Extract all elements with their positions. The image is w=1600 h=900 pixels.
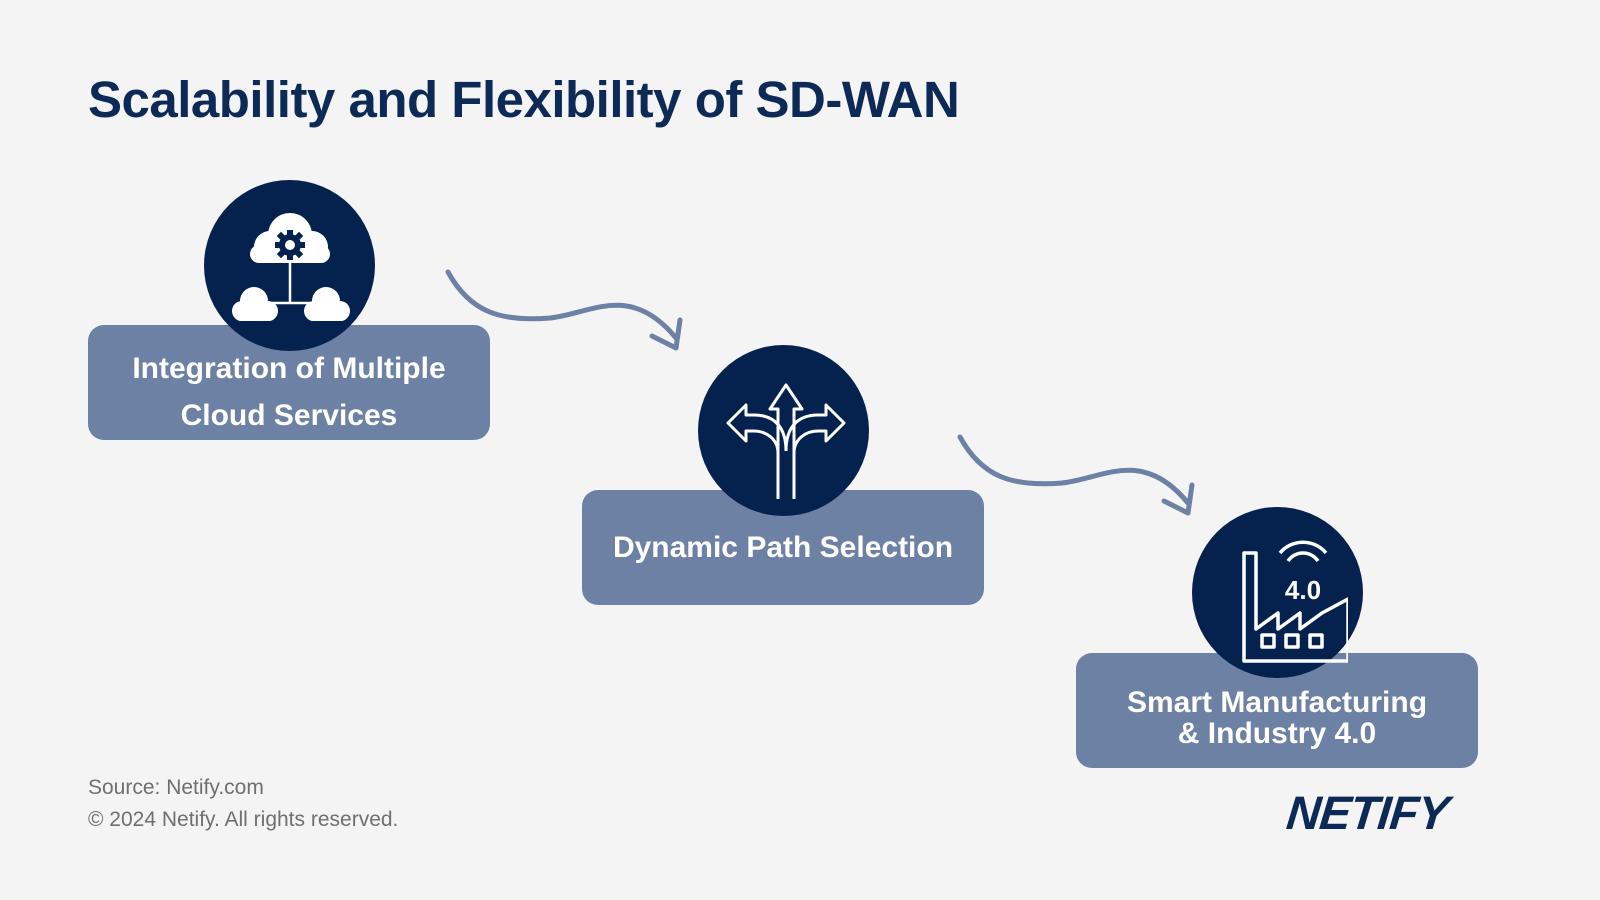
curved-arrow-1	[445, 269, 683, 351]
split-arrows-icon	[698, 345, 869, 516]
copyright-text: © 2024 Netify. All rights reserved.	[88, 808, 399, 831]
step-label-line1: Integration of Multiple	[132, 351, 446, 385]
factory-icon: 4.0	[1192, 507, 1363, 678]
netify-logo: NETIFY	[1284, 786, 1451, 839]
curved-arrow-2	[957, 434, 1195, 516]
step-label: Dynamic Path Selection	[612, 530, 954, 564]
step-label-line1: Smart Manufacturing	[1126, 685, 1428, 719]
industry-version-text: 4.0	[1284, 575, 1320, 605]
cloud-network-icon	[204, 180, 375, 351]
step-label-line2: Cloud Services	[180, 398, 398, 432]
step-label-line2: & Industry 4.0	[1177, 716, 1377, 750]
source-text: Source: Netify.com	[88, 776, 264, 799]
page-title: Scalability and Flexibility of SD-WAN	[88, 71, 960, 128]
